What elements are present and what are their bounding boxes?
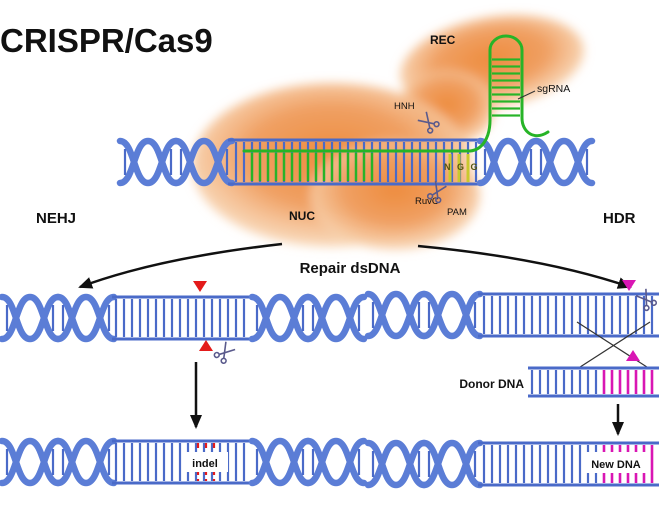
nhej-curved-arrow (78, 242, 283, 289)
diagram-title: CRISPR/Cas9 (0, 22, 213, 59)
hdr-curved-arrow (417, 244, 632, 289)
hdr-result-dna: New DNA (368, 443, 659, 485)
cut-marker-top-magenta (622, 280, 636, 291)
sgrna-strand (242, 34, 550, 181)
cut-marker-bottom-red (199, 340, 213, 351)
nhej-result-dna: indel (2, 441, 364, 483)
insert-marker-magenta (626, 350, 640, 361)
nhej-cut-dna (2, 281, 364, 365)
repair-caption: Repair dsDNA (300, 260, 401, 277)
sgrna-pointer-line (517, 90, 536, 100)
hdr-label: HDR (603, 210, 636, 227)
hdr-cut-dna (368, 280, 659, 370)
donor-dna-label: Donor DNA (459, 377, 524, 391)
recombination-cross-line-2 (576, 321, 651, 370)
cas9-protein-body (192, 14, 584, 250)
pam-label: PAM (447, 207, 467, 218)
nhej-label: NEHJ (36, 210, 76, 227)
new-dna-label: New DNA (591, 459, 641, 471)
ngg-label: N G G (444, 162, 480, 172)
rec-label: REC (430, 33, 456, 47)
sgrna-label: sgRNA (537, 83, 570, 95)
ruvc-label: RuvC (415, 196, 439, 207)
nhej-scissors-icon (212, 340, 237, 365)
pam-site (448, 154, 470, 182)
nuc-label: NUC (289, 209, 315, 223)
hnh-label: HNH (394, 101, 415, 112)
donor-dna-strand: Donor DNA (459, 366, 659, 398)
new-dna-label-box (582, 452, 650, 473)
cut-marker-top-red (193, 281, 207, 292)
indel-label-box (182, 452, 228, 472)
indel-label: indel (192, 458, 218, 470)
